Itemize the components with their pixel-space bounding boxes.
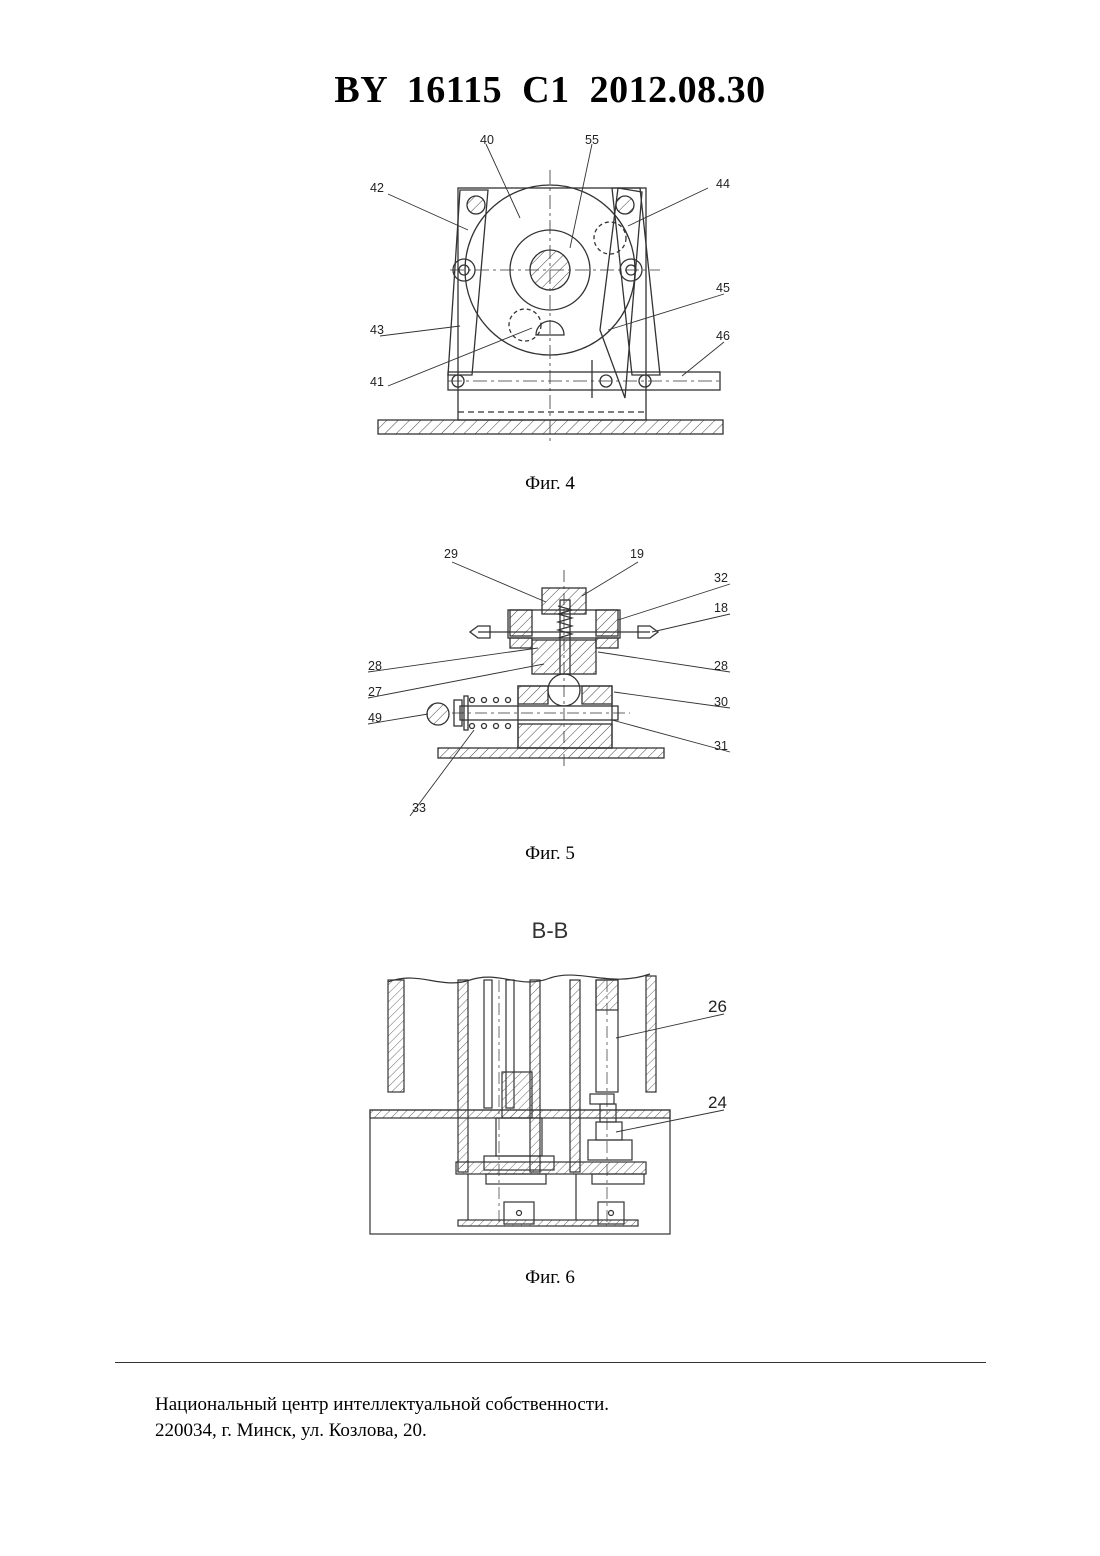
- callout-label: 43: [370, 323, 384, 337]
- callout-label: 33: [412, 801, 426, 815]
- callout-label: 31: [714, 739, 728, 753]
- footer-address: 220034, г. Минск, ул. Козлова, 20.: [155, 1418, 609, 1444]
- callout-label: 40: [480, 133, 494, 147]
- callout-label: 32: [714, 571, 728, 585]
- callout-label: 44: [716, 177, 730, 191]
- callout-label: 18: [714, 601, 728, 615]
- callout-label: 42: [370, 181, 384, 195]
- callout-label: 41: [370, 375, 384, 389]
- callout-label: 26: [708, 997, 727, 1016]
- callout-label: 45: [716, 281, 730, 295]
- callout-label: 27: [368, 685, 382, 699]
- callout-label: 55: [585, 133, 599, 147]
- footer-divider: [115, 1362, 986, 1363]
- figure-4-caption: Фиг. 4: [0, 473, 1100, 495]
- callout-label: 19: [630, 547, 644, 561]
- figure-4-drawing: 40 55 42 44 45 46 43 41: [360, 130, 740, 450]
- footer-org-name: Национальный центр интеллектуальной собс…: [155, 1392, 609, 1418]
- figure-5-callouts: 29 19 32 18 28 28 27 30 49 31 33: [368, 547, 728, 815]
- footer: Национальный центр интеллектуальной собс…: [155, 1392, 609, 1444]
- figure-6-drawing: 26 24: [360, 962, 740, 1242]
- figure-5-drawing: 29 19 32 18 28 28 27 30 49 31 33: [360, 540, 740, 820]
- patent-header: BY 16115 C1 2012.08.30: [0, 68, 1100, 112]
- callout-label: 49: [368, 711, 382, 725]
- callout-label: 28: [368, 659, 382, 673]
- section-label: В-В: [0, 918, 1100, 944]
- callout-label: 28: [714, 659, 728, 673]
- callout-label: 24: [708, 1093, 727, 1112]
- callout-label: 30: [714, 695, 728, 709]
- callout-label: 46: [716, 329, 730, 343]
- figure-6-callouts: 26 24: [708, 997, 727, 1112]
- callout-label: 29: [444, 547, 458, 561]
- figure-5-caption: Фиг. 5: [0, 843, 1100, 865]
- figure-6-caption: Фиг. 6: [0, 1267, 1100, 1289]
